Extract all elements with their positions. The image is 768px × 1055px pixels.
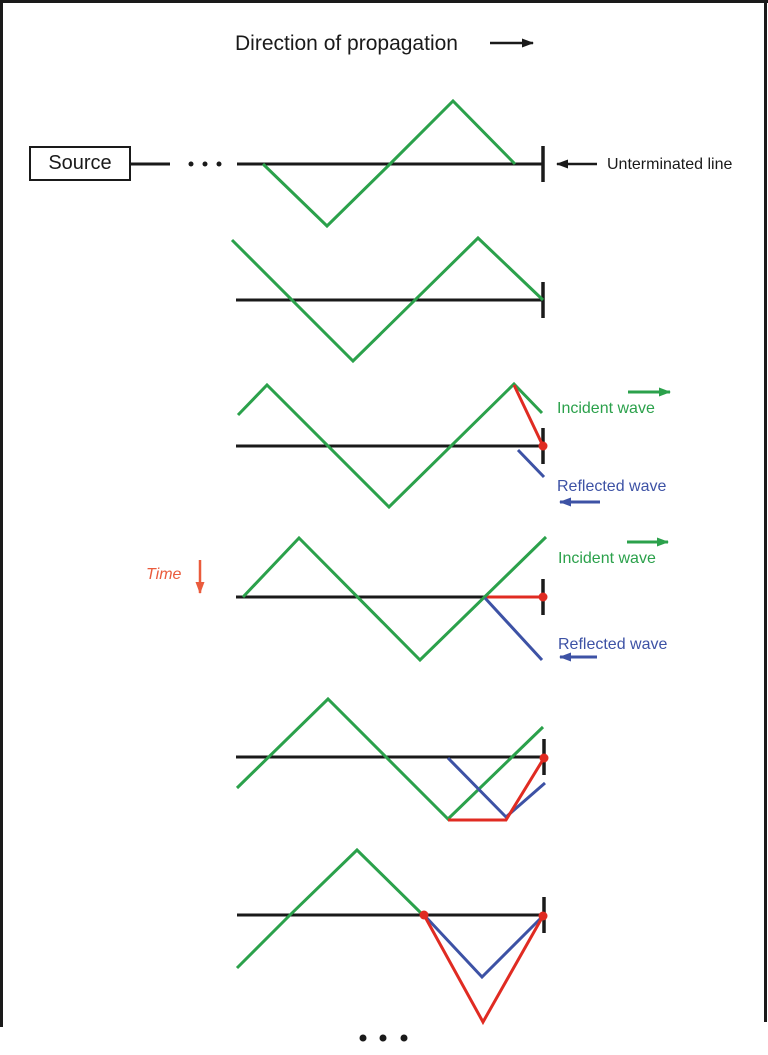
resultant-wave-6 bbox=[422, 914, 545, 1026]
incident-wave-3 bbox=[236, 381, 544, 510]
incident-wave-5 bbox=[235, 696, 545, 822]
incident-wave-1 bbox=[261, 98, 517, 229]
resultant-wave-3 bbox=[512, 384, 545, 447]
termination-node-dot-5 bbox=[539, 753, 549, 763]
line-ellipsis-dot bbox=[188, 161, 194, 167]
frame-right-border bbox=[764, 0, 767, 1022]
frame-top-border bbox=[0, 0, 768, 3]
bottom-ellipsis-dot bbox=[400, 1034, 408, 1042]
incident-wave-4 bbox=[241, 535, 548, 663]
incident-wave-label-row4: Incident wave bbox=[558, 550, 656, 567]
reflected-wave-label-row3: Reflected wave bbox=[557, 478, 667, 495]
incident-wave-6 bbox=[235, 847, 425, 970]
diagram-title: Direction of propagation bbox=[235, 32, 458, 55]
termination-node-dot-3 bbox=[538, 441, 548, 451]
reflected-wave-6 bbox=[422, 913, 545, 980]
node-dot-6b bbox=[538, 911, 548, 921]
time-label: Time bbox=[146, 566, 182, 583]
reflected-wave-4 bbox=[483, 596, 544, 662]
source-box: Source bbox=[29, 146, 131, 181]
bottom-ellipsis-dot bbox=[359, 1034, 367, 1042]
incident-wave-2 bbox=[230, 235, 545, 364]
line-ellipsis-dot bbox=[216, 161, 222, 167]
termination-node-dot-4 bbox=[538, 592, 548, 602]
reflected-wave-label-row4: Reflected wave bbox=[558, 636, 668, 653]
incident-wave-label-row3: Incident wave bbox=[557, 400, 655, 417]
reflected-wave-5 bbox=[446, 756, 546, 820]
source-label: Source bbox=[48, 152, 112, 174]
bottom-ellipsis-dot bbox=[379, 1034, 387, 1042]
line-ellipsis-dot bbox=[202, 161, 208, 167]
reflected-wave-3 bbox=[516, 448, 546, 479]
frame-left-border bbox=[0, 0, 3, 1027]
unterminated-line-label: Unterminated line bbox=[607, 156, 733, 173]
resultant-wave-5 bbox=[448, 757, 546, 822]
node-dot-6a bbox=[419, 910, 429, 920]
